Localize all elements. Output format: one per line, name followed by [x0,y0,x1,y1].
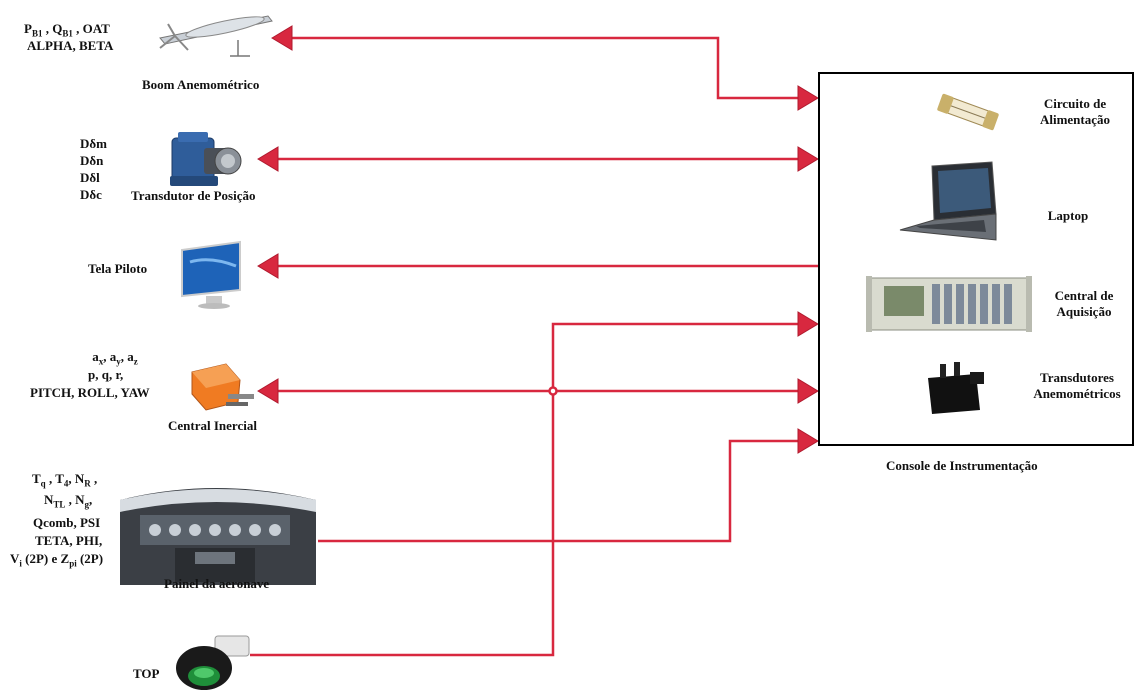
laptop-icon [900,162,996,240]
arrow-boom-right [798,86,818,110]
transducer-icon [928,362,984,414]
panel-signal-line-2: NTL , Ng, [44,491,92,508]
panel-label: Painel da aeronave [164,576,269,592]
screen-label: Tela Piloto [88,261,147,277]
inertial-signal-line-1: ax, ay, az [84,348,146,365]
boom-signal-line-1: PB1 , QB1 , OAT [24,20,110,37]
junction-dot [550,388,557,395]
arrowheads [258,26,818,453]
inertial-signal-line-2: p, q, r, [88,366,123,383]
inertial-unit-icon [192,364,254,410]
arrow-inertial-right [798,379,818,403]
arrow-boom-left [272,26,292,50]
acquisition-rack-icon [866,276,1032,332]
console-item-laptop-label: Laptop [1028,208,1108,224]
panel-signal-line-1: Tq , T4, NR , [32,470,97,487]
panel-signal-line-5: Vi (2P) e Zpi (2P) [10,550,103,567]
connector-lines [250,38,818,655]
inertial-signal-line-3: PITCH, ROLL, YAW [30,384,150,401]
panel-connector [318,441,798,541]
boom-label: Boom Anemométrico [142,77,259,93]
arrow-screen-left [258,254,278,278]
top-connector [250,324,798,655]
position-signal-4: Dδc [80,186,102,203]
boom-signal-line-2: ALPHA, BETA [27,37,113,54]
console-title: Console de Instrumentação [886,458,1038,474]
boom-anemometer-icon [160,13,272,56]
position-label: Transdutor de Posição [131,188,255,204]
position-transducer-icon [170,132,241,186]
arrow-top-right [798,312,818,336]
arrow-panel-right [798,429,818,453]
inertial-label: Central Inercial [168,418,257,434]
position-signal-2: Dδn [80,152,103,169]
top-label: TOP [133,666,160,682]
cockpit-panel-icon [120,488,316,585]
boom-connector [292,38,798,98]
arrow-inertial-left [258,379,278,403]
arrow-position-left [258,147,278,171]
position-signal-1: Dδm [80,135,107,152]
panel-signal-line-4: TETA, PHI, [35,532,102,549]
monitor-icon [182,242,240,309]
push-button-icon [176,636,249,690]
position-signal-3: Dδl [80,169,100,186]
fuse-icon [937,93,1000,130]
arrow-position-right [798,147,818,171]
panel-signal-line-3: Qcomb, PSI [33,514,100,531]
